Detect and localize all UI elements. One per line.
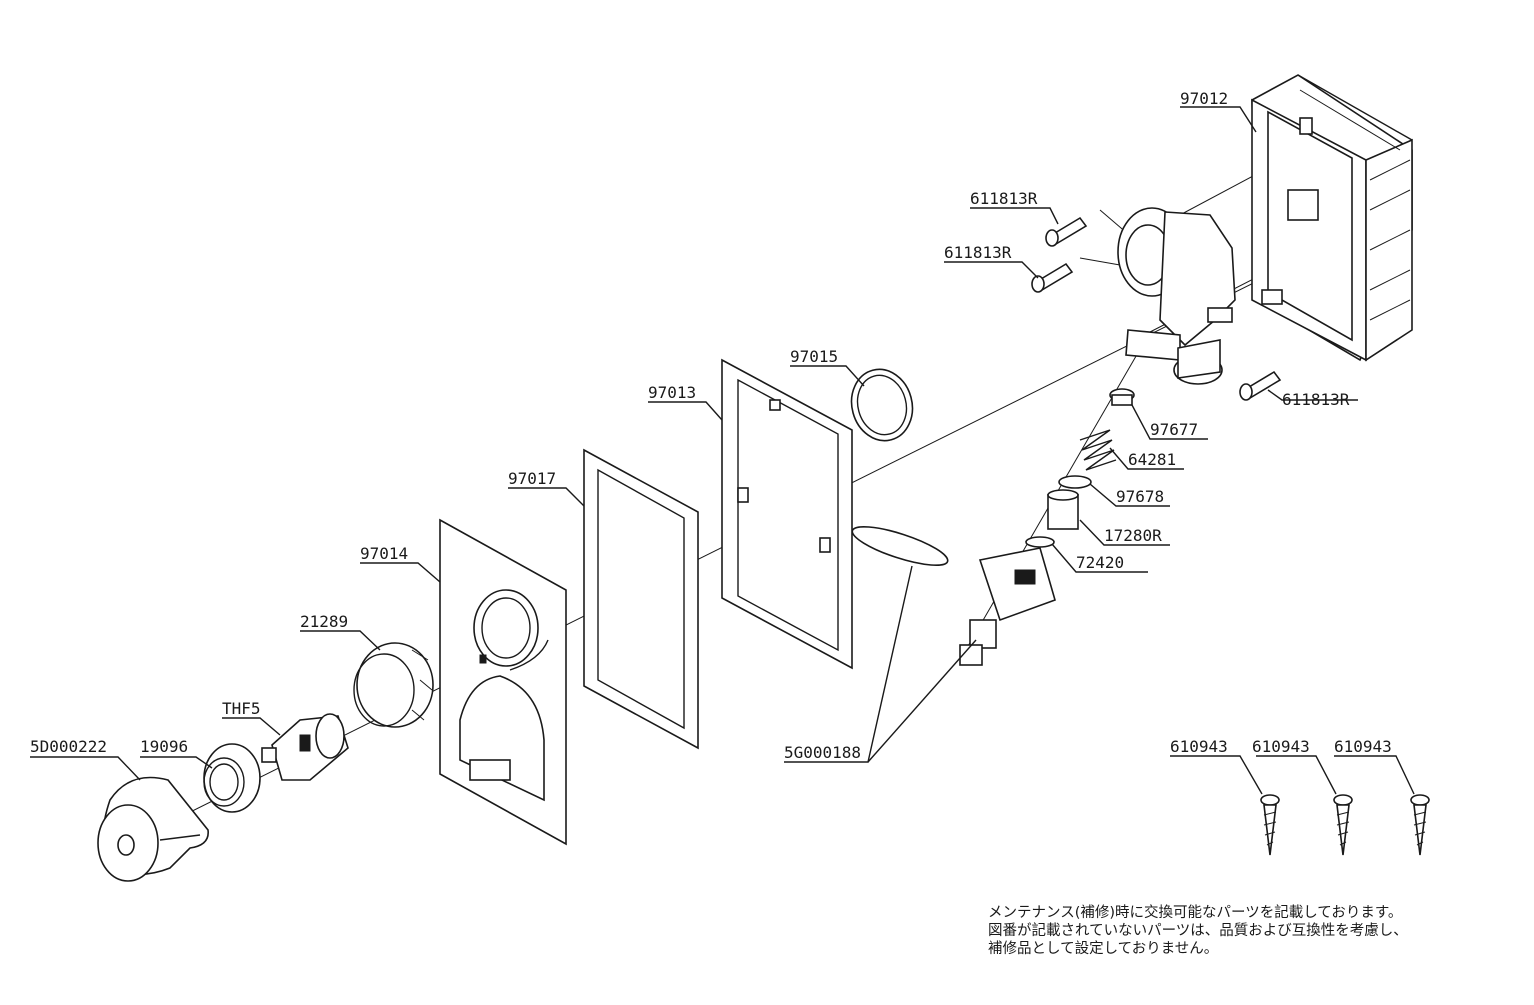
note-line-2: 図番が記載されていないパーツは、品質および互換性を考慮し、 bbox=[988, 923, 1408, 939]
cartridge-THF5 bbox=[261, 713, 349, 781]
label-19096: 19096 bbox=[140, 737, 188, 756]
label-611813R-b: 611813R bbox=[944, 243, 1012, 262]
leader-lines bbox=[30, 106, 1415, 795]
label-5D000222: 5D000222 bbox=[30, 737, 107, 756]
label-THF5: THF5 bbox=[222, 699, 261, 718]
note-line-1: メンテナンス(補修)時に交換可能なパーツを記載しております。 bbox=[988, 905, 1403, 921]
label-5G000188: 5G000188 bbox=[784, 743, 861, 762]
back-box-97012 bbox=[1251, 74, 1413, 362]
label-97678: 97678 bbox=[1116, 487, 1164, 506]
wood-screw-610943-c bbox=[1410, 794, 1430, 856]
nut-19096 bbox=[203, 743, 261, 813]
label-17280R: 17280R bbox=[1104, 526, 1162, 545]
gasket-frame-97017 bbox=[583, 448, 699, 750]
screw-611813R-b bbox=[1031, 262, 1074, 293]
washer-97677 bbox=[1109, 388, 1135, 406]
label-611813R-c: 611813R bbox=[1282, 390, 1350, 409]
valve-cartridge bbox=[959, 547, 1056, 666]
washer-97678 bbox=[1058, 475, 1092, 489]
part-labels: 97012 611813R 611813R 611813R 97015 9701… bbox=[30, 89, 1392, 762]
label-611813R-a: 611813R bbox=[970, 189, 1038, 208]
note-line-3: 補修品として設定しておりません。 bbox=[988, 941, 1219, 957]
label-610943-b: 610943 bbox=[1252, 737, 1310, 756]
face-plate-97014 bbox=[439, 518, 567, 846]
label-97677: 97677 bbox=[1150, 420, 1198, 439]
o-ring-72420 bbox=[1025, 536, 1055, 548]
label-97015: 97015 bbox=[790, 347, 838, 366]
ring-nut-21289 bbox=[353, 642, 434, 728]
label-64281: 64281 bbox=[1128, 450, 1176, 469]
label-21289: 21289 bbox=[300, 612, 348, 631]
screw-611813R-c bbox=[1239, 370, 1282, 401]
maintenance-note: メンテナンス(補修)時に交換可能なパーツを記載しております。 図番が記載されてい… bbox=[988, 904, 1528, 958]
label-610943-c: 610943 bbox=[1334, 737, 1392, 756]
label-97017: 97017 bbox=[508, 469, 556, 488]
label-97013: 97013 bbox=[648, 383, 696, 402]
sleeve-17280R bbox=[1047, 489, 1079, 530]
gasket-5G000188 bbox=[851, 525, 949, 567]
label-72420: 72420 bbox=[1076, 553, 1124, 572]
valve-body bbox=[1117, 207, 1236, 385]
wood-screw-610943-b bbox=[1333, 794, 1353, 856]
label-97012: 97012 bbox=[1180, 89, 1228, 108]
screw-611813R-a bbox=[1045, 216, 1088, 247]
mounting-frame-97013 bbox=[721, 358, 853, 670]
o-ring-97015 bbox=[850, 368, 914, 442]
label-610943-a: 610943 bbox=[1170, 737, 1228, 756]
handle-5D000222 bbox=[97, 776, 209, 882]
wood-screw-610943-a bbox=[1260, 794, 1280, 856]
label-97014: 97014 bbox=[360, 544, 408, 563]
spring-64281 bbox=[1079, 429, 1117, 471]
